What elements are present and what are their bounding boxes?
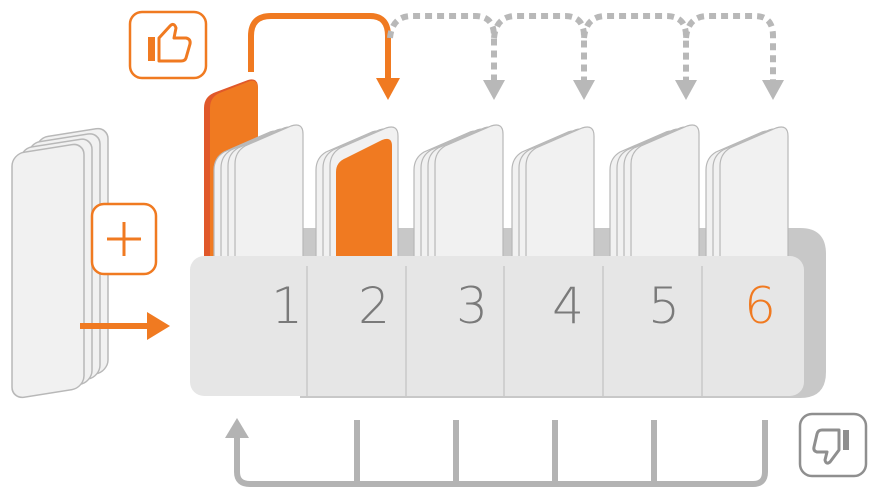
promote-arrow	[251, 16, 400, 100]
thumbs-up-icon	[130, 12, 206, 78]
demote-arrow	[237, 420, 765, 484]
thumbs-down-icon	[800, 414, 866, 476]
slot-3-card	[435, 125, 503, 268]
box-number-3: 3	[456, 277, 488, 335]
promote-arrowheads-dashed	[483, 80, 784, 100]
box-number-1: 1	[271, 277, 303, 335]
demote-arrowhead	[225, 418, 249, 438]
box-number-2: 2	[358, 277, 390, 335]
slot-4-card	[526, 127, 594, 268]
plus-icon	[92, 204, 156, 274]
box-number-6: 6	[744, 277, 776, 335]
slot-5-card	[631, 125, 699, 268]
slot-6-card	[720, 127, 788, 268]
box-number-4: 4	[552, 277, 584, 335]
promote-arrows-dashed	[390, 16, 773, 80]
slot-1-card	[235, 125, 303, 268]
box-number-5: 5	[648, 277, 680, 335]
